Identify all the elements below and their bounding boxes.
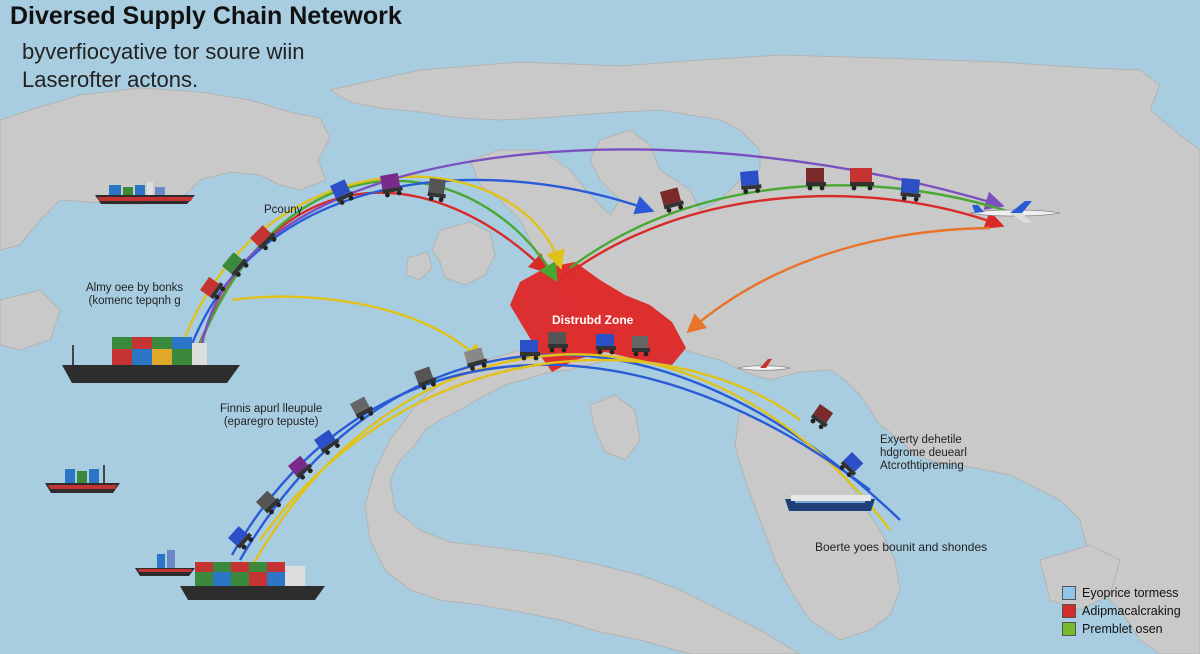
legend-label-1: Eyoprice tormess [1082, 586, 1179, 600]
cargo-ship-icon [45, 465, 120, 493]
legend-swatch-1 [1062, 586, 1076, 600]
airplane-icon [969, 201, 1061, 223]
map-legend: Eyoprice tormess Adipmacalcraking Prembl… [1062, 584, 1181, 638]
airplane-icon [737, 359, 791, 371]
legend-label-3: Premblet osen [1082, 622, 1163, 636]
container-truck-icon [200, 168, 921, 550]
label-eyerty-line-3: Atcrothtipreming [880, 460, 964, 472]
legend-swatch-2 [1062, 604, 1076, 618]
cargo-ship-icon [62, 337, 240, 383]
cargo-ship-icon [95, 182, 195, 204]
label-finnis-line-2: (eparegro tepuste) [223, 416, 319, 428]
page-subtitle: byverfiocyative tor soure wiin Laserofte… [22, 38, 304, 94]
label-boerte: Boerte yoes bounit and shondes [815, 540, 988, 554]
page-title: Diversed Supply Chain Netework [10, 2, 402, 30]
label-finnis-line-1: Finnis apurl lleupule [220, 403, 323, 415]
label-eyerty: Exyerty dehetile hdgrome deuearl Atcroth… [880, 434, 967, 473]
disrupted-zone-label: Distrubd Zone [552, 313, 634, 327]
label-eyerty-line-2: hdgrome deuearl [880, 447, 967, 459]
cargo-ship-icon [785, 495, 875, 511]
label-pcouny: Pcouny [264, 204, 303, 216]
legend-item-1: Eyoprice tormess [1062, 584, 1181, 602]
label-almy-line-1: Almy oee by bonks [86, 282, 184, 294]
label-almy-line-2: (komenc tepqnh g [88, 295, 181, 307]
label-almy: Almy oee by bonks (komenc tepqnh g [86, 282, 183, 308]
cargo-ship-icon [180, 562, 325, 600]
label-eyerty-line-1: Exyerty dehetile [880, 434, 962, 446]
subtitle-line-1: byverfiocyative tor soure wiin [22, 39, 305, 64]
legend-item-2: Adipmacalcraking [1062, 602, 1181, 620]
label-finnis: Finnis apurl lleupule (eparegro tepuste) [220, 403, 322, 429]
legend-label-2: Adipmacalcraking [1082, 604, 1181, 618]
legend-swatch-3 [1062, 622, 1076, 636]
cargo-ship-icon [135, 550, 195, 576]
subtitle-line-2: Laserofter actons. [22, 67, 199, 92]
legend-item-3: Premblet osen [1062, 620, 1181, 638]
